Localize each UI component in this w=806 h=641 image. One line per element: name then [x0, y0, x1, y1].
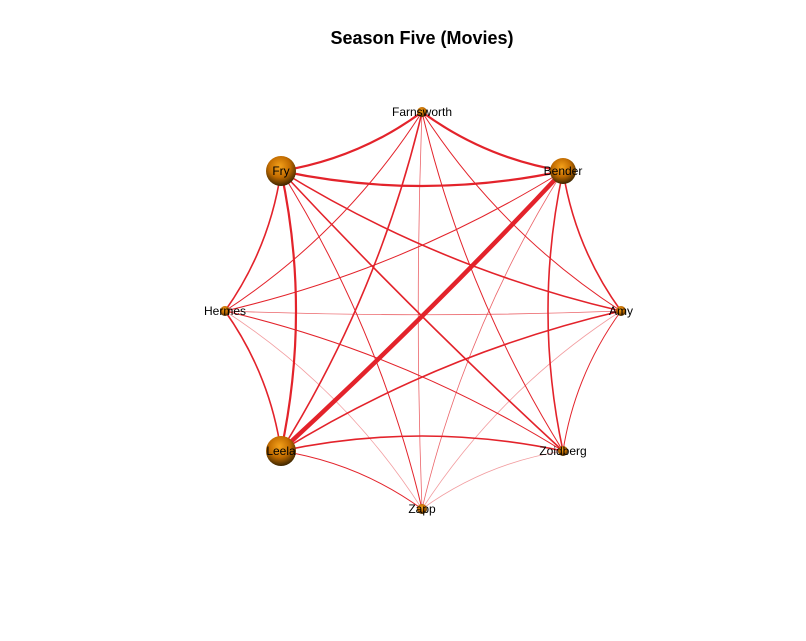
node-label-fry: Fry	[272, 164, 289, 178]
edge-amy-leela	[280, 310, 622, 452]
edge-fry-zapp	[280, 170, 423, 510]
node-zoidberg	[558, 446, 568, 456]
edge-hermes-zapp	[224, 310, 423, 510]
edge-fry-leela	[279, 170, 298, 452]
node-label-amy: Amy	[609, 304, 633, 318]
node-leela	[266, 436, 296, 466]
edge-bender-hermes	[224, 170, 564, 312]
edge-amy-zoidberg	[562, 310, 622, 452]
edge-farnsworth-zapp	[417, 111, 423, 510]
node-label-hermes: Hermes	[204, 304, 246, 318]
edge-hermes-zoidberg	[224, 310, 564, 452]
edge-farnsworth-fry	[280, 111, 423, 173]
edge-fry-bender	[280, 169, 564, 188]
edge-bender-zapp	[421, 170, 564, 510]
node-farnsworth	[417, 107, 427, 117]
node-zapp	[417, 504, 427, 514]
edge-bender-amy	[562, 170, 622, 312]
edge-bender-leela	[279, 169, 565, 453]
node-amy	[616, 306, 626, 316]
node-label-zoidberg: Zoidberg	[539, 444, 586, 458]
node-layer	[220, 107, 626, 514]
edge-fry-amy	[280, 170, 622, 312]
edge-farnsworth-zoidberg	[421, 111, 564, 452]
edge-leela-zapp	[280, 450, 423, 510]
edge-amy-zapp	[421, 310, 622, 510]
edge-leela-zoidberg	[280, 435, 564, 452]
node-label-farnsworth: Farnsworth	[392, 105, 452, 119]
edge-zoidberg-zapp	[421, 450, 564, 510]
chart-title: Season Five (Movies)	[330, 28, 514, 48]
edge-fry-zoidberg	[280, 170, 564, 452]
edge-hermes-leela	[224, 310, 282, 452]
edge-farnsworth-leela	[280, 111, 423, 452]
node-bender	[550, 158, 576, 184]
node-hermes	[220, 306, 230, 316]
edge-farnsworth-hermes	[224, 111, 423, 312]
node-label-bender: Bender	[544, 164, 583, 178]
node-label-leela: Leela	[266, 444, 296, 458]
edge-farnsworth-amy	[421, 111, 622, 312]
edge-layer	[224, 111, 622, 510]
edge-hermes-amy	[224, 310, 622, 316]
node-label-zapp: Zapp	[408, 502, 436, 516]
edge-fry-hermes	[224, 170, 282, 312]
edge-bender-zoidberg	[547, 170, 564, 452]
edge-farnsworth-bender	[421, 111, 564, 173]
node-fry	[266, 156, 296, 186]
